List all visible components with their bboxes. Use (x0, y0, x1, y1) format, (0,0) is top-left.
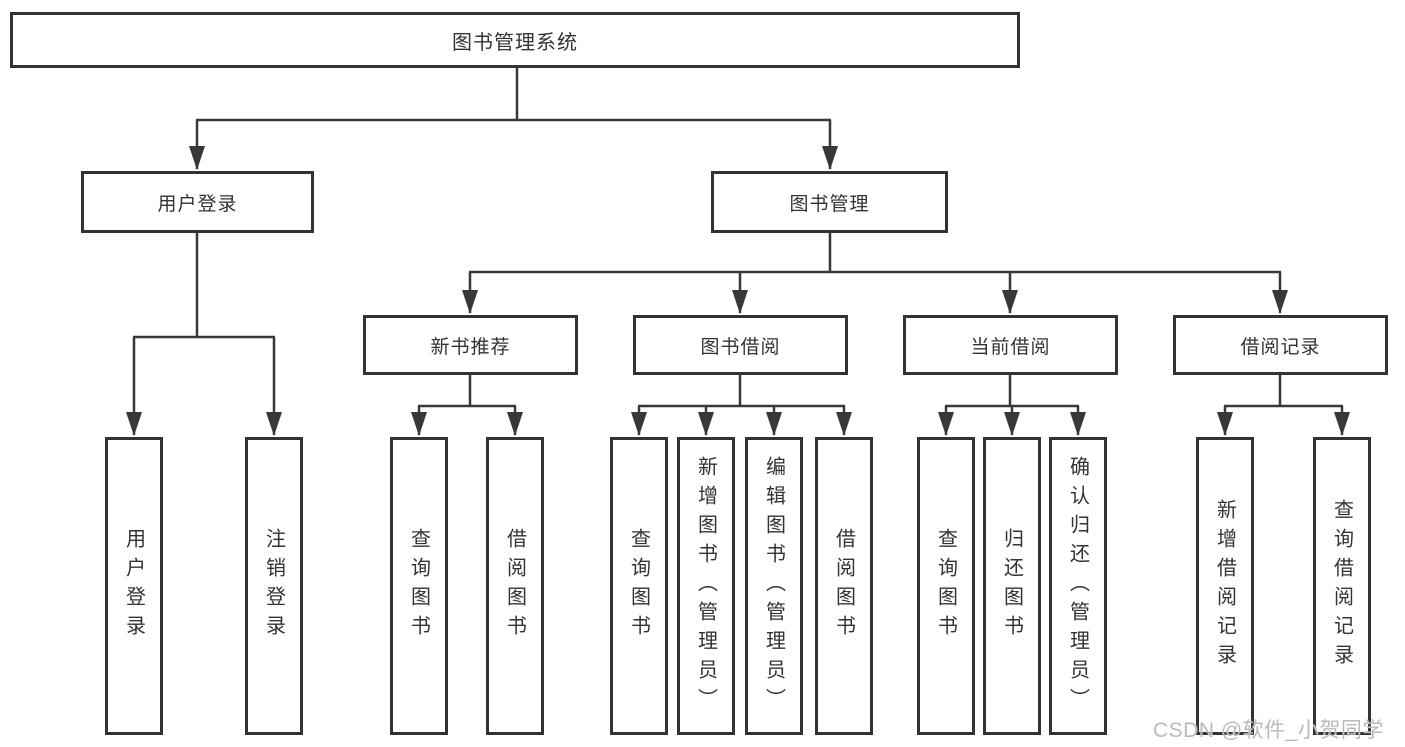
node-book-management: 图书管理 (711, 171, 948, 233)
leaf-borrow-books-recommend: 借阅图书 (486, 437, 544, 735)
node-book-borrowing: 图书借阅 (633, 315, 848, 375)
leaf-label: 查询图书 (407, 528, 430, 644)
leaf-label: 新增借阅记录 (1213, 499, 1236, 673)
leaf-logout: 注销登录 (245, 437, 303, 735)
leaf-query-books-current: 查询图书 (917, 437, 975, 735)
leaf-label: 用户登录 (122, 528, 145, 644)
leaf-return-books: 归还图书 (983, 437, 1041, 735)
node-new-book-recommendation: 新书推荐 (363, 315, 578, 375)
leaf-edit-books-admin: 编辑图书（管理员） (745, 437, 803, 735)
leaf-label: 借阅图书 (503, 528, 526, 644)
leaf-label: 查询图书 (627, 528, 650, 644)
node-library-system: 图书管理系统 (10, 12, 1020, 68)
leaf-query-books-recommend: 查询图书 (390, 437, 448, 735)
leaf-label: 归还图书 (1000, 528, 1023, 644)
leaf-label: 新增图书（管理员） (694, 455, 717, 717)
leaf-add-borrow-record: 新增借阅记录 (1196, 437, 1254, 735)
leaf-label: 查询图书 (934, 528, 957, 644)
leaf-label: 查询借阅记录 (1330, 499, 1353, 673)
node-current-borrowing: 当前借阅 (903, 315, 1118, 375)
leaf-borrow-books: 借阅图书 (815, 437, 873, 735)
leaf-add-books-admin: 新增图书（管理员） (677, 437, 735, 735)
leaf-label: 注销登录 (262, 528, 285, 644)
leaf-label: 借阅图书 (832, 528, 855, 644)
leaf-query-books-borrow: 查询图书 (610, 437, 668, 735)
leaf-label: 编辑图书（管理员） (762, 455, 785, 717)
node-user-login: 用户登录 (81, 171, 314, 233)
node-borrowing-records: 借阅记录 (1173, 315, 1388, 375)
leaf-confirm-return-admin: 确认归还（管理员） (1049, 437, 1107, 735)
leaf-label: 确认归还（管理员） (1066, 455, 1089, 717)
leaf-user-login: 用户登录 (105, 437, 163, 735)
leaf-query-borrow-record: 查询借阅记录 (1313, 437, 1371, 735)
